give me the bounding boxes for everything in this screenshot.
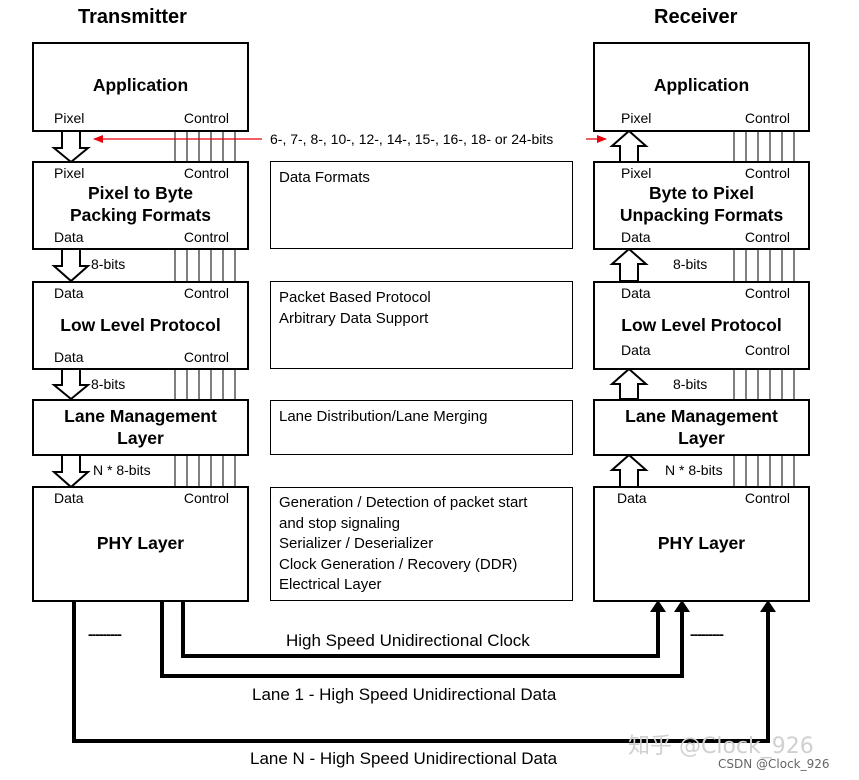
pixel-width-caption: 6-, 7-, 8-, 10-, 12-, 14-, 15-, 16-, 18-… — [268, 131, 556, 147]
rx-bits-label-2: 8-bits — [673, 376, 708, 392]
tx-packing-title: Pixel to Byte Packing Formats — [69, 183, 212, 225]
rx-data-arrow-up-3 — [609, 367, 649, 400]
rx-llp-control-label-top: Control — [744, 285, 790, 301]
phy-description: Generation / Detection of packet start a… — [270, 487, 573, 601]
rx-control-bus-3 — [733, 368, 795, 400]
rx-application-pixel-label: Pixel — [621, 110, 652, 126]
tx-bits-label-1: 8-bits — [91, 256, 126, 272]
tx-llp-data-label-bottom: Data — [54, 349, 84, 365]
tx-control-bus-1 — [174, 131, 236, 163]
rx-lane-box: Lane Management Layer — [593, 399, 810, 456]
rx-llp-data-label-bottom: Data — [621, 342, 651, 358]
laneN-link-line — [72, 600, 770, 743]
lane1-link-caption: Lane 1 - High Speed Unidirectional Data — [252, 685, 557, 704]
rx-bits-label-1: 8-bits — [673, 256, 708, 272]
transmitter-header: Transmitter — [78, 6, 187, 28]
rx-unpacking-data-label: Data — [621, 229, 651, 245]
data-formats-description: Data Formats — [270, 161, 573, 249]
tx-lane-box: Lane Management Layer — [32, 399, 249, 456]
rx-application-box: Application Pixel Control — [593, 42, 810, 132]
tx-llp-title: Low Level Protocol — [60, 315, 221, 335]
rx-llp-box: Data Control Low Level Protocol Data Con… — [593, 281, 810, 370]
rx-unpacking-pixel-label: Pixel — [621, 165, 652, 181]
receiver-header: Receiver — [654, 6, 738, 28]
rx-control-bus-1 — [733, 131, 795, 163]
tx-packing-data-label: Data — [54, 229, 84, 245]
tx-data-arrow-down-4 — [51, 454, 91, 489]
rx-bits-label-3: N * 8-bits — [665, 462, 723, 478]
rx-phy-data-label: Data — [617, 490, 647, 506]
laneN-link-caption: Lane N - High Speed Unidirectional Data — [250, 749, 558, 768]
tx-application-box: Application Pixel Control — [32, 42, 249, 132]
rx-data-arrow-up-2 — [609, 247, 649, 282]
tx-llp-control-label-top: Control — [183, 285, 229, 301]
rx-phy-title: PHY Layer — [657, 533, 746, 553]
rx-control-bus-2 — [733, 248, 795, 282]
laneN-link-arrowhead — [760, 600, 776, 612]
rx-application-title: Application — [653, 75, 750, 95]
rx-application-control-label: Control — [744, 110, 790, 126]
right-lane-ellipsis: --------- — [690, 626, 724, 642]
rx-unpacking-title: Byte to Pixel Unpacking Formats — [619, 183, 784, 225]
rx-unpacking-control-label-top: Control — [744, 165, 790, 181]
clock-link-line — [181, 600, 660, 658]
tx-bits-label-3: N * 8-bits — [93, 462, 151, 478]
tx-packing-box: Pixel Control Pixel to Byte Packing Form… — [32, 161, 249, 250]
tx-data-arrow-down-3 — [51, 368, 91, 401]
tx-packing-control-label-bottom: Control — [183, 229, 229, 245]
tx-phy-title: PHY Layer — [96, 533, 185, 553]
rx-unpacking-box: Pixel Control Byte to Pixel Unpacking Fo… — [593, 161, 810, 250]
lane1-link-line — [160, 600, 684, 678]
rx-llp-control-label-bottom: Control — [744, 342, 790, 358]
rx-lane-title: Lane Management Layer — [625, 406, 778, 448]
tx-llp-box: Data Control Low Level Protocol Data Con… — [32, 281, 249, 370]
tx-phy-data-label: Data — [54, 490, 84, 506]
tx-phy-box: Data Control PHY Layer — [32, 486, 249, 602]
rx-llp-data-label-top: Data — [621, 285, 651, 301]
rx-phy-control-label: Control — [744, 490, 790, 506]
tx-packing-pixel-label: Pixel — [54, 165, 85, 181]
tx-application-title: Application — [92, 75, 189, 95]
rx-llp-title: Low Level Protocol — [621, 315, 782, 335]
tx-control-bus-2 — [174, 248, 236, 282]
tx-control-bus-4 — [174, 454, 236, 488]
clock-link-caption: High Speed Unidirectional Clock — [286, 631, 530, 650]
tx-data-arrow-down-1 — [51, 130, 91, 164]
rx-data-arrow-up-1 — [609, 129, 649, 163]
tx-application-control-label: Control — [183, 110, 229, 126]
protocol-description: Packet Based Protocol Arbitrary Data Sup… — [270, 281, 573, 369]
zhihu-watermark: 知乎 @Clock_926 — [628, 734, 814, 759]
lane1-link-arrowhead — [674, 600, 690, 612]
tx-phy-control-label: Control — [183, 490, 229, 506]
tx-packing-control-label-top: Control — [183, 165, 229, 181]
tx-llp-control-label-bottom: Control — [183, 349, 229, 365]
tx-data-arrow-down-2 — [51, 248, 91, 283]
rx-unpacking-control-label-bottom: Control — [744, 229, 790, 245]
rx-control-bus-4 — [733, 454, 795, 488]
csdn-watermark: CSDN @Clock_926 — [718, 757, 830, 771]
rx-phy-box: Data Control PHY Layer — [593, 486, 810, 602]
clock-link-arrowhead — [650, 600, 666, 612]
rx-data-arrow-up-4 — [609, 453, 649, 488]
tx-bits-label-2: 8-bits — [91, 376, 126, 392]
left-lane-ellipsis: --------- — [88, 626, 122, 642]
tx-lane-title: Lane Management Layer — [64, 406, 217, 448]
tx-control-bus-3 — [174, 368, 236, 400]
tx-application-pixel-label: Pixel — [54, 110, 85, 126]
tx-llp-data-label-top: Data — [54, 285, 84, 301]
lane-description: Lane Distribution/Lane Merging — [270, 400, 573, 455]
